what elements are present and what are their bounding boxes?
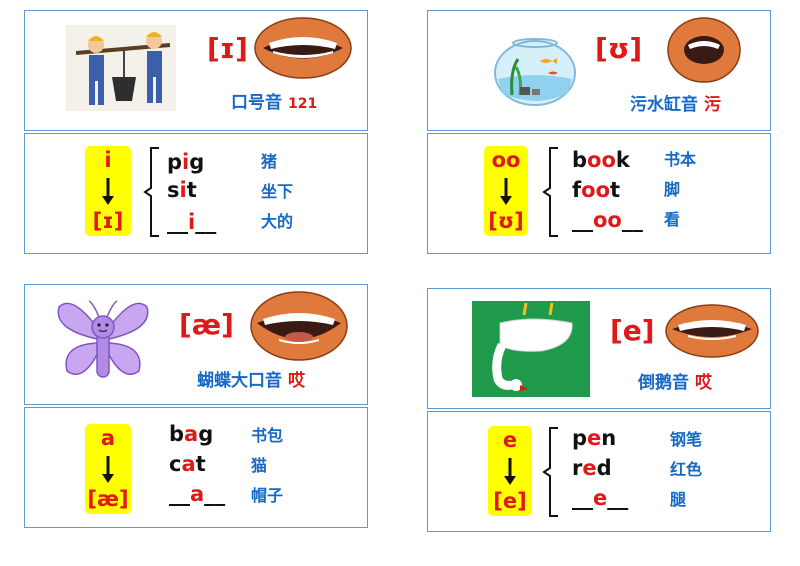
mnemonic-label: 口号音 [231, 93, 282, 113]
example-word-2: red [572, 456, 612, 480]
mouth-icon [665, 304, 759, 358]
example-word-2: sit [167, 178, 197, 202]
letter-box: oo [ʊ] [484, 146, 528, 236]
brace-icon [542, 147, 558, 237]
mouth-icon [254, 17, 352, 79]
meaning-2: 脚 [664, 180, 681, 199]
panel-4-top-card: [e] 倒鹅音哎 [427, 288, 771, 409]
meaning-1: 猪 [261, 152, 278, 171]
goose-picture [472, 301, 590, 397]
down-arrow-icon [102, 456, 114, 483]
example-word-3: __a__ [169, 482, 226, 506]
mouth-icon [667, 17, 741, 83]
panel-1-top-card: [ɪ] 口号音 121 [24, 10, 368, 131]
meaning-3: 看 [664, 210, 681, 229]
letter: i [104, 148, 112, 172]
panel-4-bottom-card: e [e] pen red __e__ 钢笔 红色 腿 [427, 411, 771, 532]
example-word-3: __i__ [167, 210, 217, 234]
mnemonic-hint: 121 [288, 96, 318, 112]
brace-icon [542, 427, 558, 517]
mnemonic-hint: 哎 [695, 373, 712, 393]
example-word-3: __e__ [572, 486, 629, 510]
sound-symbol: [ʊ] [488, 209, 524, 233]
down-arrow-icon [102, 178, 114, 205]
ipa-symbol: [ɪ] [207, 32, 248, 65]
example-word-2: foot [572, 178, 621, 202]
example-word-1: bag [169, 422, 214, 446]
mnemonic-label: 蝴蝶大口音 [197, 371, 282, 391]
mnemonic-label: 倒鹅音 [638, 373, 689, 393]
meaning-3: 大的 [261, 212, 294, 231]
sound-symbol: [e] [493, 489, 527, 513]
meaning-2: 红色 [670, 460, 703, 479]
ipa-symbol: [æ] [179, 308, 234, 341]
panel-3-top-card: [æ] 蝴蝶大口音哎 [24, 284, 368, 405]
mouth-icon [250, 291, 348, 361]
meaning-2: 猫 [251, 456, 268, 475]
meaning-3: 腿 [670, 490, 687, 509]
example-word-3: __oo__ [572, 208, 643, 232]
mnemonic-text: 蝴蝶大口音哎 [197, 373, 305, 390]
mnemonic-hint: 污 [704, 95, 721, 115]
meaning-1: 钢笔 [670, 430, 703, 449]
mnemonic-label: 污水缸音 [630, 95, 698, 115]
letter-box: a [æ] [85, 424, 131, 514]
letter: e [502, 428, 518, 452]
down-arrow-icon [500, 178, 512, 205]
butterfly-picture [57, 300, 149, 378]
mnemonic-hint: 哎 [288, 371, 305, 391]
down-arrow-icon [504, 458, 516, 485]
mnemonic-text: 口号音 121 [231, 95, 317, 112]
letter: oo [491, 148, 521, 172]
workers-picture [66, 25, 176, 111]
sound-symbol: [æ] [87, 487, 129, 511]
meaning-1: 书包 [251, 426, 284, 445]
meaning-2: 坐下 [261, 182, 294, 201]
meaning-3: 帽子 [251, 486, 284, 505]
letter-box: i [ɪ] [85, 146, 131, 236]
mnemonic-text: 倒鹅音哎 [638, 375, 712, 392]
fish-bowl-picture [494, 38, 576, 106]
panel-1-bottom-card: i [ɪ] pig sit __i__ 猪 坐下 大的 [24, 133, 368, 254]
panel-2-top-card: [ʊ] 污水缸音污 [427, 10, 771, 131]
ipa-symbol: [e] [610, 314, 655, 347]
example-word-1: pig [167, 150, 205, 174]
sound-symbol: [ɪ] [92, 209, 124, 233]
brace-icon [143, 147, 159, 237]
letter: a [100, 426, 116, 450]
example-word-2: cat [169, 452, 206, 476]
ipa-symbol: [ʊ] [595, 32, 643, 65]
letter-box: e [e] [488, 426, 532, 516]
meaning-1: 书本 [664, 150, 697, 169]
mnemonic-text: 污水缸音污 [630, 97, 721, 114]
example-word-1: book [572, 148, 630, 172]
panel-2-bottom-card: oo [ʊ] book foot __oo__ 书本 脚 看 [427, 133, 771, 254]
example-word-1: pen [572, 426, 617, 450]
panel-3-bottom-card: a [æ] bag cat __a__ 书包 猫 帽子 [24, 407, 368, 528]
